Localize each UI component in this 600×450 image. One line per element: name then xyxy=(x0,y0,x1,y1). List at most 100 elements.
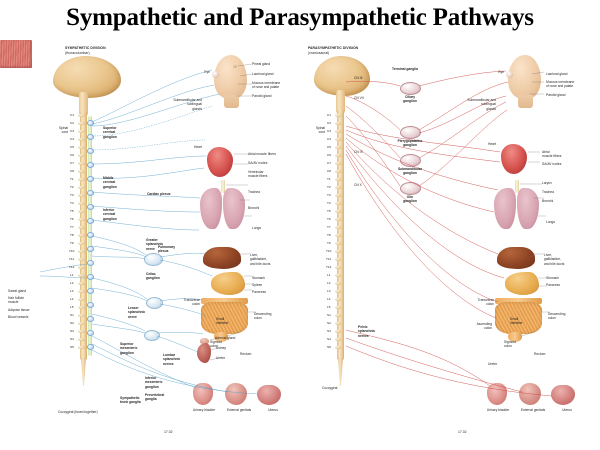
otic-ganglion-shape xyxy=(400,182,421,195)
external-genitals-label: External genitals xyxy=(226,408,252,412)
small-intestine-label-para: Small intestine xyxy=(510,317,523,326)
cn-vii-label: CN VII xyxy=(354,96,364,100)
head-illustration-para xyxy=(508,55,541,99)
pelvic-splanchnic-nerves-label: Pelvic splanchnic nerves xyxy=(358,325,376,338)
submandibular-sublingual-glands-label: Submandibular and sublingual glands xyxy=(173,98,202,111)
descending-colon-label-para: Descending colon xyxy=(548,312,566,321)
heart-illustration-para xyxy=(501,144,527,174)
heart-illustration xyxy=(207,147,233,177)
heart-label: Heart xyxy=(193,145,202,149)
pulmonary-plexus-label: Pulmonary plexus xyxy=(158,245,176,254)
pineal-gland-label: Pineal gland xyxy=(252,62,271,66)
blood-vessels-label: Blood vessels xyxy=(8,315,29,319)
urinary-bladder-illustration-para xyxy=(487,383,507,405)
stomach-label-para: Stomach xyxy=(546,276,560,280)
heart-label-para: Heart xyxy=(487,142,496,146)
celiac-ganglion-label: Celiac ganglion xyxy=(146,272,160,281)
ascending-colon-label: Ascending colon xyxy=(476,322,492,331)
sigmoid-colon-label-para: Sigmoid colon xyxy=(504,340,516,349)
ureter-label-para: Ureter xyxy=(488,362,498,366)
lungs-label: Lungs xyxy=(252,226,261,230)
trachea-illustration xyxy=(221,180,225,193)
sa-av-nodes-label: SA/AV nodes xyxy=(248,161,268,165)
external-genitals-illustration xyxy=(225,383,247,405)
liver-illustration-para xyxy=(497,247,535,269)
spleen-label: Spleen xyxy=(252,283,263,287)
transverse-colon-label: Transverse colon xyxy=(183,298,200,307)
inferior-cervical-ganglion-label: Inferior cervical ganglion xyxy=(103,208,117,221)
trachea-label: Trachea xyxy=(248,190,260,194)
pterygopalatine-ganglion-shape xyxy=(400,126,421,139)
lung-left-illustration xyxy=(200,188,222,229)
adrenal-gland-illustration xyxy=(200,338,209,344)
small-intestine-label: Small intestine xyxy=(216,317,229,326)
mucous-membrane-label: Mucous membrane of nose and palate xyxy=(252,81,281,90)
adrenal-gland-label: Adrenal gland xyxy=(215,336,236,340)
small-intestine-illustration-para xyxy=(495,302,542,334)
brain-illustration xyxy=(53,56,121,98)
adipose-tissue-label: Adipose tissue xyxy=(8,308,30,312)
neck-illustration xyxy=(224,95,239,108)
lacrimal-gland-label-para: Lacrimal gland xyxy=(546,72,568,76)
trachea-label-para: Trachea xyxy=(542,190,554,194)
sympathetic-heading-sub: (thoracolumbar) xyxy=(65,50,90,55)
kidney-illustration xyxy=(197,343,211,363)
middle-cervical-ganglion-label: Middle cervical ganglion xyxy=(103,176,117,189)
sigmoid-colon-label: Sigmoid colon xyxy=(210,340,222,349)
stomach-illustration-para xyxy=(505,272,539,295)
cauda-equina-illustration-para xyxy=(338,358,343,386)
lumbar-splanchnic-nerves-label: Lumbar splanchnic nerves xyxy=(163,353,181,366)
larynx-label: Larynx xyxy=(542,181,552,185)
lung-right-illustration xyxy=(223,188,245,229)
ureter-label: Ureter xyxy=(216,356,226,360)
transverse-colon-illustration-para xyxy=(495,298,542,304)
cn-x-label: CN X xyxy=(354,183,362,187)
prevertebral-ganglia-label: Prevertebral ganglia xyxy=(145,393,165,402)
superior-mesenteric-ganglion-shape xyxy=(146,297,163,309)
cn-ix-label: CN IX xyxy=(354,150,363,154)
sigmoid-colon-illustration-para xyxy=(508,332,522,342)
external-genitals-label-para: External genitals xyxy=(520,408,546,412)
parasympathetic-heading-sub: (craniosacral) xyxy=(308,50,330,55)
parasympathetic-heading-main: PARASYMPATHETIC DIVISION xyxy=(308,46,359,50)
brain-illustration-para xyxy=(314,56,370,96)
otic-ganglion-label: Otic ganglion xyxy=(403,195,417,204)
atrial-muscle-fibers-label-para: Atrial muscle fibers xyxy=(542,150,562,159)
hair-follicle-muscle-label: Hair follicle muscle xyxy=(8,296,25,305)
head-illustration xyxy=(214,55,247,99)
coccygeal-label: Coccygeal (fused together) xyxy=(58,410,98,414)
uterus-illustration xyxy=(257,385,281,405)
lung-left-illustration-para xyxy=(494,188,516,229)
superior-cervical-ganglion-label: Superior cervical ganglion xyxy=(103,126,117,139)
submandibular-ganglion-shape xyxy=(400,154,421,167)
parasympathetic-heading: PARASYMPATHETIC DIVISION (craniosacral) xyxy=(308,46,358,55)
parasympathetic-spinal-cord-label: Spinal cord xyxy=(315,126,325,135)
uterus-label: Uterus xyxy=(268,408,278,412)
inferior-mesenteric-ganglion-label: Inferior mesenteric ganglion xyxy=(145,376,163,389)
liver-gallbladder-label-para: Liver, gallbladder, and bile ducts xyxy=(544,253,565,266)
pterygopalatine-ganglion-label: Pterygopalatine ganglion xyxy=(397,139,423,148)
figure-number-left: 17.02 xyxy=(164,430,173,434)
pancreas-label: Pancreas xyxy=(252,290,266,294)
greater-splanchnic-nerve-label: Greater splanchnic nerve xyxy=(146,238,164,251)
pineal-gland-illustration xyxy=(233,65,237,69)
inferior-mesenteric-ganglion-shape xyxy=(144,330,160,341)
eye-label-para: Eye xyxy=(498,70,504,74)
sa-av-nodes-label-para: SA/AV nodes xyxy=(542,162,562,166)
parotid-gland-label-para: Parotid gland xyxy=(546,93,566,97)
cardiac-plexus-label: Cardiac plexus xyxy=(147,192,171,196)
lesser-splanchnic-nerve-label: Lesser splanchnic nerve xyxy=(128,306,146,319)
urinary-bladder-illustration xyxy=(193,383,213,405)
figure-canvas: SYMPATHETIC DIVISION (thoracolumbar) xyxy=(0,40,600,434)
stomach-illustration xyxy=(211,272,245,295)
liver-illustration xyxy=(203,247,241,269)
sympathetic-panel: SYMPATHETIC DIVISION (thoracolumbar) xyxy=(0,40,300,434)
eye-illustration-para xyxy=(506,71,513,78)
small-intestine-illustration xyxy=(201,302,248,334)
bronchi-label-para: Bronchi xyxy=(542,199,554,203)
transverse-colon-label-para: Transverse colon xyxy=(477,298,494,307)
lungs-label-para: Lungs xyxy=(546,220,555,224)
parasympathetic-panel: PARASYMPATHETIC DIVISION (craniosacral) xyxy=(300,40,600,434)
sympathetic-heading-main: SYMPATHETIC DIVISION xyxy=(65,46,106,50)
ciliary-ganglion-shape xyxy=(400,82,421,95)
